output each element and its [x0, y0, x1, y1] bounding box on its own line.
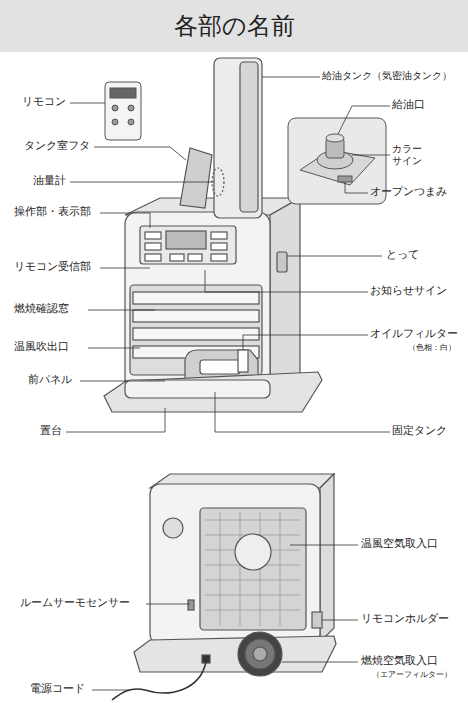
front-heater-body-part — [238, 350, 248, 372]
notice-sign-label: お知らせサイン — [370, 285, 447, 298]
fuel-tank-label: 給油タンク（気密油タンク） — [322, 70, 452, 82]
power-cord — [112, 662, 206, 700]
front-heater-body-part — [133, 292, 259, 304]
warm-air-intake-label: 温風空気取入口 — [361, 538, 438, 551]
leader-lines-part — [100, 268, 150, 269]
back-heater-body — [134, 474, 336, 676]
front-heater-body-part — [211, 232, 227, 239]
remote-label: リモコン — [22, 96, 66, 109]
front-heater-body-part — [166, 231, 206, 249]
leader-lines-part — [290, 545, 358, 546]
leader-lines-part — [88, 310, 155, 311]
leader-lines-part — [287, 256, 382, 257]
leader-lines-part — [322, 620, 358, 621]
front-heater-body-part — [277, 252, 287, 272]
back-heater-body-part — [163, 518, 183, 538]
power-cord-label: 電源コード — [30, 683, 85, 696]
leader-lines-part — [66, 408, 165, 432]
title-band — [0, 0, 468, 52]
front-heater-body-part — [211, 254, 227, 261]
back-heater-body-part — [134, 636, 336, 672]
combustion-intake-label: 燃焼空気取入口 — [361, 655, 438, 668]
remote-control-part — [128, 105, 134, 111]
back-heater-body-part — [150, 484, 320, 644]
oil-filter-label: オイルフィルター — [370, 328, 458, 341]
tank-lid-label: タンク室フタ — [24, 140, 90, 153]
back-heater-body-part — [205, 512, 300, 626]
leader-lines-part — [205, 270, 368, 292]
leader-lines-part — [100, 213, 150, 228]
front-heater-body-part — [140, 226, 236, 264]
flame-window-label: 燃焼確認窓 — [14, 303, 69, 316]
title-text: 各部の名前 — [0, 0, 468, 52]
leader-lines-part — [262, 77, 320, 78]
back-heater-body-part — [253, 647, 267, 661]
front-heater-body-part — [145, 232, 161, 239]
front-panel-label: 前パネル — [28, 374, 72, 387]
back-heater-body-part — [312, 612, 322, 628]
leader-lines-part — [88, 348, 140, 349]
power-cord-part — [112, 662, 206, 700]
leader-lines-part — [80, 381, 165, 382]
receiver-label: リモコン受信部 — [14, 261, 91, 274]
leader-lines-part — [243, 335, 368, 350]
front-heater-body-part — [188, 254, 202, 261]
front-heater-body-part — [211, 243, 227, 250]
thermo-sensor-label: ルームサーモセンサー — [20, 597, 130, 610]
remote-control-part — [112, 119, 118, 125]
base-label: 置台 — [40, 425, 62, 438]
back-heater-body-part — [202, 655, 210, 663]
fixed-tank-label: 固定タンク — [392, 425, 447, 438]
remote-control-part — [128, 119, 134, 125]
front-heater-body — [104, 58, 322, 412]
front-heater-body-part — [170, 254, 184, 261]
open-knob-label: オープンつまみ — [370, 186, 447, 199]
remote-control — [105, 82, 141, 140]
remote-control-part — [112, 105, 118, 111]
leader-lines-part — [70, 103, 105, 104]
leader-lines-part — [345, 182, 368, 193]
front-heater-body-part — [270, 198, 300, 396]
front-heater-body-part — [125, 212, 270, 396]
back-heater-body-part — [245, 639, 275, 669]
leader-lines-part — [352, 155, 390, 156]
front-heater-body-part — [145, 243, 161, 250]
back-heater-body-part — [200, 508, 306, 630]
air-filter-note: （エアーフィルター） — [372, 670, 452, 679]
leader-lines-part — [92, 690, 130, 691]
front-heater-body-part — [125, 380, 270, 398]
back-heater-body-part — [235, 534, 271, 570]
front-heater-body-part — [133, 328, 259, 340]
leader-lines-part — [282, 662, 358, 663]
oil-cap-detail-part — [326, 134, 344, 142]
leader-lines-part — [94, 147, 186, 160]
warm-air-outlet-label: 温風吹出口 — [14, 341, 69, 354]
color-sign-label: カラー サイン — [392, 143, 428, 166]
leader-lines-part — [70, 182, 214, 183]
remote-control-part — [105, 82, 141, 140]
front-heater-body-part — [240, 62, 258, 212]
title-band-part — [0, 0, 468, 52]
control-panel-label: 操作部・表示部 — [14, 206, 91, 219]
fuel-gauge-label: 油量計 — [33, 175, 66, 188]
front-heater-body-part — [200, 360, 240, 374]
leader-lines-part — [338, 106, 390, 134]
handle-label: とって — [386, 249, 419, 262]
leader-lines-part — [146, 604, 190, 605]
fill-port-label: 給油口 — [392, 99, 425, 112]
back-heater-body-part — [188, 600, 194, 610]
leader-lines-part — [215, 392, 390, 432]
front-heater-body-part — [104, 372, 322, 412]
remote-control-part — [110, 88, 136, 98]
back-heater-body-part — [238, 632, 282, 676]
oil-cap-detail-part — [338, 176, 352, 182]
front-heater-body-part — [145, 254, 161, 261]
front-heater-body-part — [180, 148, 212, 208]
oil-filter-note: （色相：白） — [408, 343, 456, 352]
remote-holder-label: リモコンホルダー — [361, 613, 449, 626]
front-heater-body-part — [133, 310, 259, 322]
